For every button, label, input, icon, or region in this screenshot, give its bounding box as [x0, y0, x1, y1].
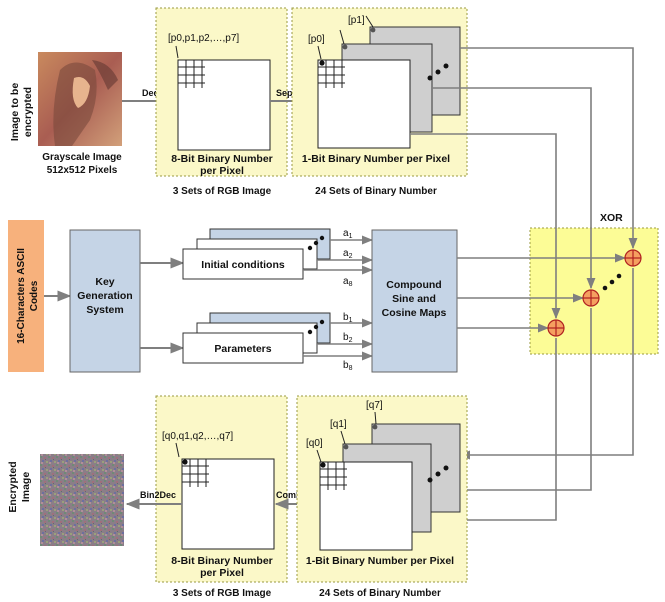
svg-text:Key: Key [95, 276, 114, 288]
bottom-q1-label: [q1] [330, 419, 347, 430]
svg-text:16-Characters ASCII: 16-Characters ASCII [16, 248, 27, 344]
ascii-label: 16-Characters ASCII Codes [16, 248, 40, 344]
svg-text:3 Sets of RGB Image: 3 Sets of RGB Image [173, 588, 272, 599]
xor-circle-3 [547, 319, 565, 337]
svg-text:Image: Image [20, 472, 32, 503]
svg-text:a1: a1 [343, 228, 353, 240]
bottom-q7-label: [q7] [366, 400, 383, 411]
top-8bit-grid-lines [178, 60, 205, 88]
top-seq-label: [p0,p1,p2,…,p7] [168, 33, 239, 44]
svg-text:Cosine Maps: Cosine Maps [382, 307, 447, 319]
svg-text:1-Bit Binary Number per Pixel: 1-Bit Binary Number per Pixel [306, 555, 454, 567]
svg-text:System: System [86, 304, 123, 316]
svg-text:Codes: Codes [29, 280, 40, 311]
bin2dec-label: Bin2Dec [140, 490, 176, 500]
top-p1-label: [p1] [348, 15, 365, 26]
top-stack-front [317, 59, 411, 149]
svg-text:b8: b8 [343, 360, 353, 372]
svg-text:8-Bit Binary Number: 8-Bit Binary Number [171, 555, 273, 567]
svg-text:a2: a2 [343, 248, 353, 260]
svg-text:b2: b2 [343, 332, 353, 344]
top-8bit-caption-2: per Pixel [200, 165, 244, 177]
input-image [38, 52, 122, 146]
top-8bit-grid [177, 59, 271, 151]
top-1bit-bottom: 24 Sets of Binary Number [315, 186, 437, 197]
key-generation-box [69, 229, 141, 373]
combine-label: Combine [276, 490, 315, 500]
input-caption-1: Grayscale Image [42, 152, 122, 163]
top-8bit-bottom: 3 Sets of RGB Image [173, 186, 272, 197]
top-1bit-caption: 1-Bit Binary Number per Pixel [302, 153, 450, 165]
compound-maps-box [371, 229, 458, 373]
svg-text:24 Sets of Binary Number: 24 Sets of Binary Number [319, 588, 441, 599]
encrypted-side-label: Encrypted Image [7, 461, 32, 512]
xor-circle-2 [582, 289, 600, 307]
bottom-seq-label: [q0,q1,q2,…,q7] [162, 431, 233, 442]
svg-text:Compound: Compound [386, 279, 441, 291]
svg-text:a8: a8 [343, 276, 353, 288]
svg-text:per Pixel: per Pixel [200, 567, 244, 579]
svg-text:Sine and: Sine and [392, 293, 436, 305]
input-caption-2: 512x512 Pixels [47, 165, 118, 176]
ascii-box [8, 220, 44, 372]
parameters-label: Parameters [214, 343, 271, 355]
initial-conditions-box [182, 248, 304, 280]
top-stack-dots [427, 63, 449, 81]
bottom-q0-label: [q0] [306, 438, 323, 449]
xor-label: XOR [600, 212, 623, 224]
input-side-label-1: Image to be [9, 83, 21, 142]
input-side-label: Image to be encrypted [9, 83, 34, 142]
xor-dots [602, 273, 622, 291]
top-8bit-caption-1: 8-Bit Binary Number [171, 153, 273, 165]
top-p0-label: [p0] [308, 34, 325, 45]
svg-text:b1: b1 [343, 312, 353, 324]
svg-text:Generation: Generation [77, 290, 132, 302]
xor-circle-1 [624, 249, 642, 267]
encrypted-image [40, 454, 124, 546]
svg-text:Encrypted: Encrypted [7, 461, 19, 512]
parameters-box [182, 332, 304, 364]
bottom-8bit-grid [181, 458, 275, 550]
initial-conditions-label: Initial conditions [201, 259, 285, 271]
input-side-label-2: encrypted [22, 87, 34, 137]
